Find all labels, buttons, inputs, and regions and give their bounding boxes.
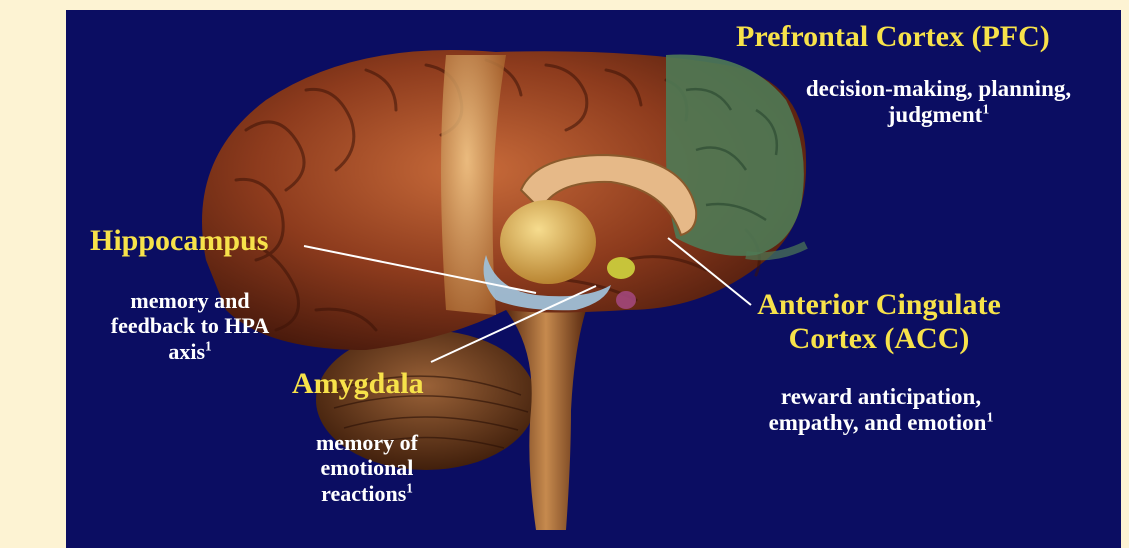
hippocampus-desc-line2: feedback to HPA [111,313,269,338]
amygdala-desc-line2: emotional [321,455,414,480]
amygdala-footnote: 1 [406,480,413,495]
thalamus-shape [500,200,596,284]
hippocampus-footnote: 1 [205,338,212,353]
hippocampus-desc-line3: axis [168,339,205,364]
acc-desc-line1: reward anticipation, [781,384,981,409]
pfc-title: Prefrontal Cortex (PFC) [736,20,1050,54]
acc-title: Anterior Cingulate Cortex (ACC) [734,288,1024,355]
acc-description: reward anticipation, empathy, and emotio… [716,384,1046,437]
top-margin [0,0,1129,10]
pfc-desc-line2: judgment [888,102,983,127]
acc-title-line1: Anterior Cingulate [757,288,1001,321]
amygdala-title: Amygdala [292,367,424,401]
acc-footnote: 1 [986,410,993,425]
amygdala-desc-line3: reactions [321,481,406,506]
pfc-description: decision-making, planning, judgment1 [756,76,1121,129]
hippocampus-description: memory and feedback to HPA axis1 [80,288,300,364]
diagram-slide: Prefrontal Cortex (PFC) decision-making,… [66,10,1121,548]
acc-title-line2: Cortex (ACC) [789,322,970,355]
amygdala-desc-line1: memory of [316,430,418,455]
pfc-desc-line1: decision-making, planning, [806,76,1071,101]
amygdala-description: memory of emotional reactions1 [282,430,452,506]
amygdala-highlight [607,257,635,279]
hippocampus-desc-line1: memory and [130,288,249,313]
hippocampus-title: Hippocampus [90,224,268,258]
pfc-footnote: 1 [982,102,989,117]
acc-desc-line2: empathy, and emotion [769,410,987,435]
